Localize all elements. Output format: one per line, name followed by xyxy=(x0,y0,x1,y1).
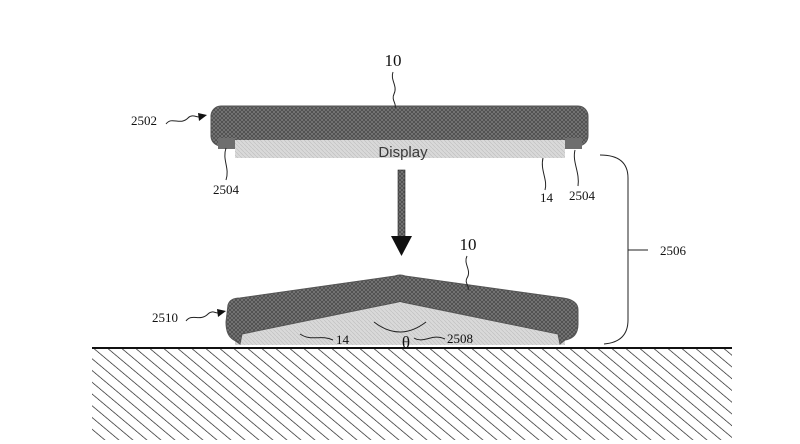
flat-device-edge-right xyxy=(565,138,582,149)
ref-label-angle-marker: 2508 xyxy=(447,331,473,346)
leader-edge-right xyxy=(573,149,579,187)
ref-label-device-top: 10 xyxy=(385,51,402,70)
ref-label-edge-left: 2504 xyxy=(213,182,240,197)
ref-label-device-bottom: 10 xyxy=(460,235,477,254)
arrowhead-state-bent xyxy=(217,309,226,317)
leader-state-bent xyxy=(185,311,219,322)
ground-hatching xyxy=(92,349,732,440)
ref-label-state-bent: 2510 xyxy=(152,310,178,325)
down-arrow-icon xyxy=(391,169,412,256)
bent-device xyxy=(225,274,579,345)
leader-device-bottom xyxy=(465,255,470,291)
ref-label-bracket: 2506 xyxy=(660,243,687,258)
arrowhead-state-flat xyxy=(198,113,207,121)
bent-device-display-layer xyxy=(235,300,565,345)
display-label: Display xyxy=(378,144,428,161)
leader-angle-marker xyxy=(413,336,446,341)
flat-device-display-layer xyxy=(235,140,565,158)
ref-label-layer-top: 14 xyxy=(540,190,554,205)
angle-symbol: θ xyxy=(402,333,410,352)
ref-label-edge-right: 2504 xyxy=(569,188,596,203)
leader-layer-bottom xyxy=(299,333,334,341)
flat-device-edge-left xyxy=(218,138,235,149)
leader-edge-left xyxy=(224,147,228,181)
bent-device-body xyxy=(225,274,579,345)
ref-label-state-flat: 2502 xyxy=(131,113,157,128)
ground-surface xyxy=(92,347,732,440)
flat-device: Display xyxy=(210,105,589,161)
leader-device-top xyxy=(391,71,396,109)
bracket-2506 xyxy=(599,154,629,345)
angle-arc xyxy=(373,321,427,333)
ref-label-layer-bottom: 14 xyxy=(336,332,350,347)
leader-layer-top xyxy=(541,157,547,191)
leader-state-flat xyxy=(165,115,200,125)
